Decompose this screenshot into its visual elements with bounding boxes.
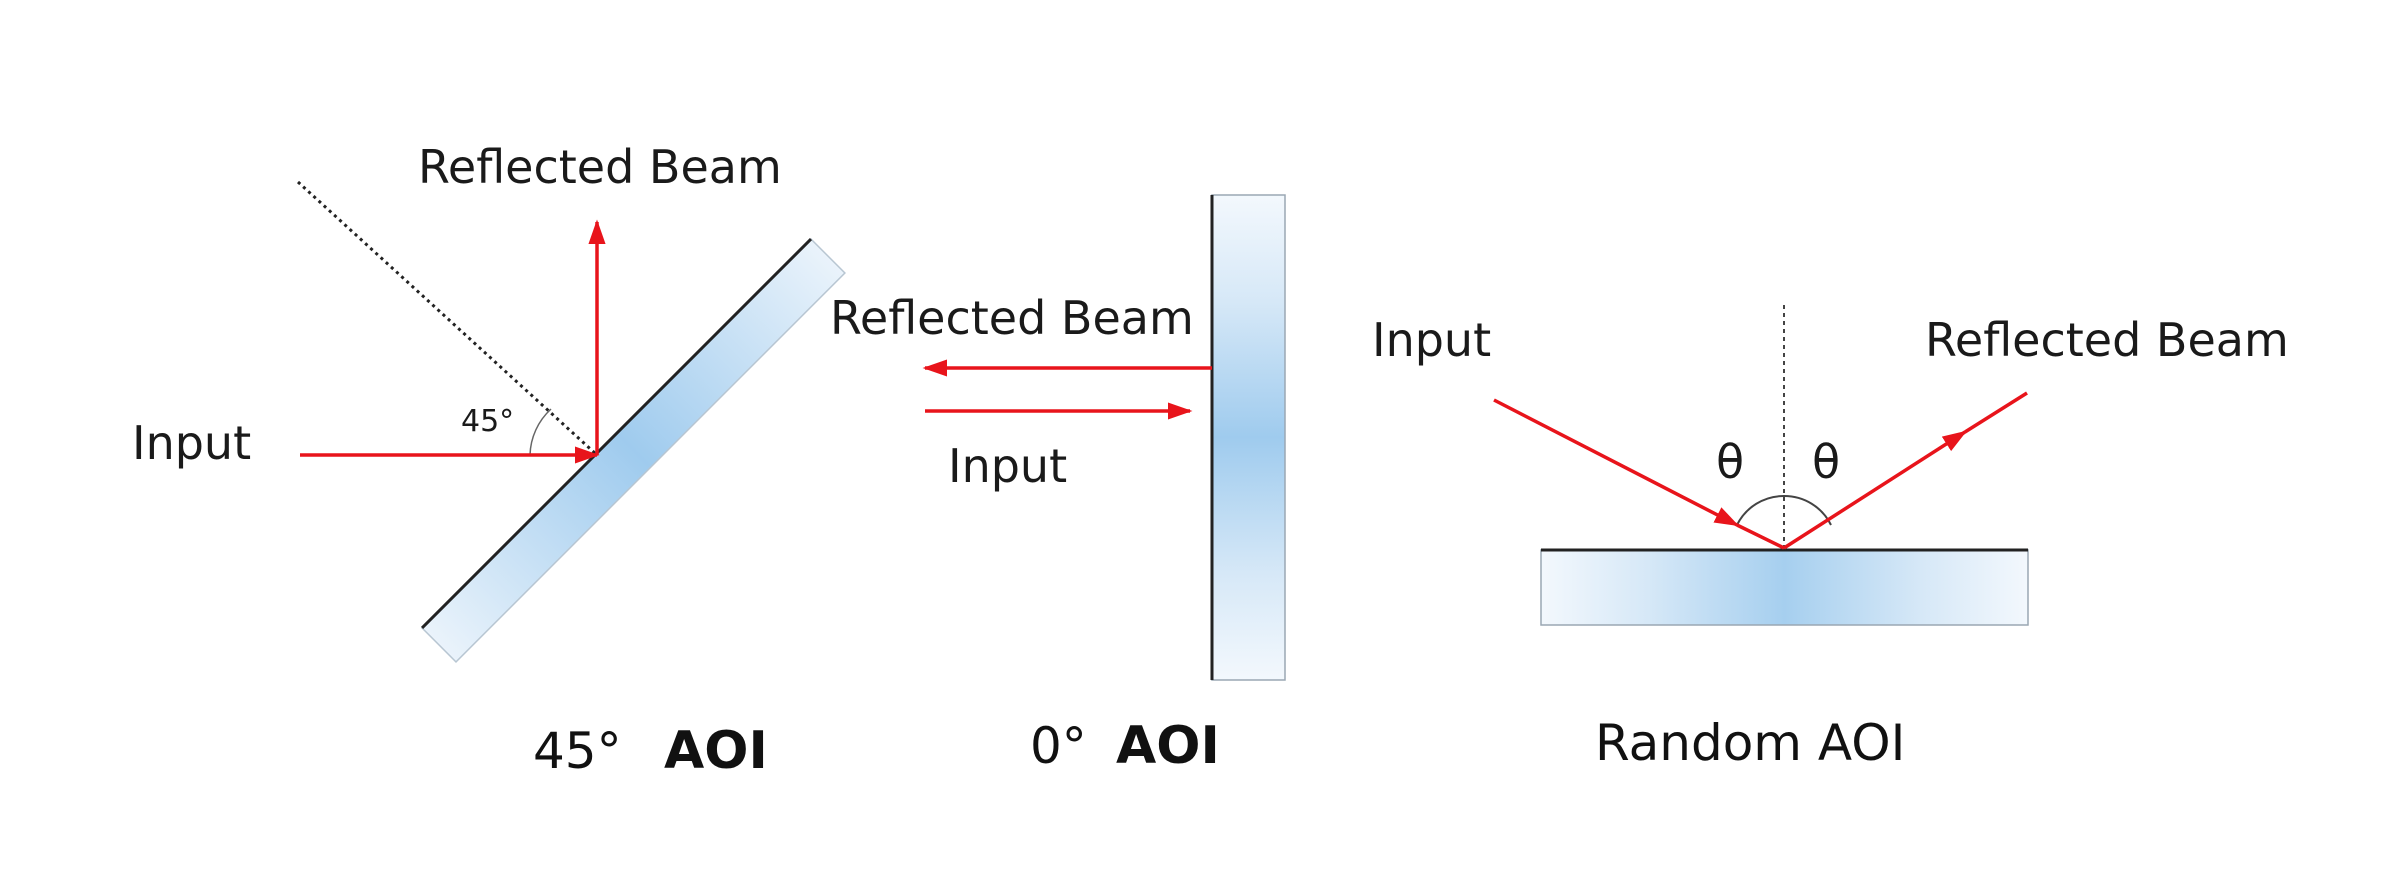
input-beam-random-tail: [1736, 523, 1785, 550]
input-beam-random: [1493, 398, 1740, 527]
input-label-45: Input: [132, 416, 251, 470]
input-label-random: Input: [1372, 313, 1491, 367]
angle-arc-45: [529, 408, 552, 456]
reflected-beam-random: [1783, 430, 1968, 550]
mirror-random: [1540, 548, 2029, 626]
normal-line-45: [296, 180, 599, 457]
reflected-beam-random-tail: [1964, 391, 2028, 434]
angle-label-45: 45°: [461, 404, 514, 439]
caption-text-45: AOI: [664, 721, 768, 781]
caption-num-45: 45°: [533, 722, 622, 780]
caption-text-0: AOI: [1116, 716, 1220, 776]
mirror-0: [1210, 194, 1286, 681]
panel-45-aoi: Reflected Beam Input 45° 45° AOI: [132, 140, 846, 781]
panel-random-aoi: Input Reflected Beam θ θ Random AOI: [1372, 305, 2289, 772]
reflected-label-random: Reflected Beam: [1925, 313, 2289, 367]
angle-arc-left: [1736, 494, 1785, 526]
caption-random: Random AOI: [1595, 714, 1905, 772]
theta-left-label: θ: [1716, 435, 1744, 489]
mirror-45: [420, 237, 846, 663]
theta-right-label: θ: [1812, 435, 1840, 489]
input-label-0: Input: [948, 439, 1067, 493]
reflected-label-0: Reflected Beam: [830, 291, 1194, 345]
panel-0-aoi: Reflected Beam Input 0° AOI: [830, 194, 1286, 776]
reflected-label-45: Reflected Beam: [418, 140, 782, 194]
caption-num-0: 0°: [1030, 717, 1087, 775]
